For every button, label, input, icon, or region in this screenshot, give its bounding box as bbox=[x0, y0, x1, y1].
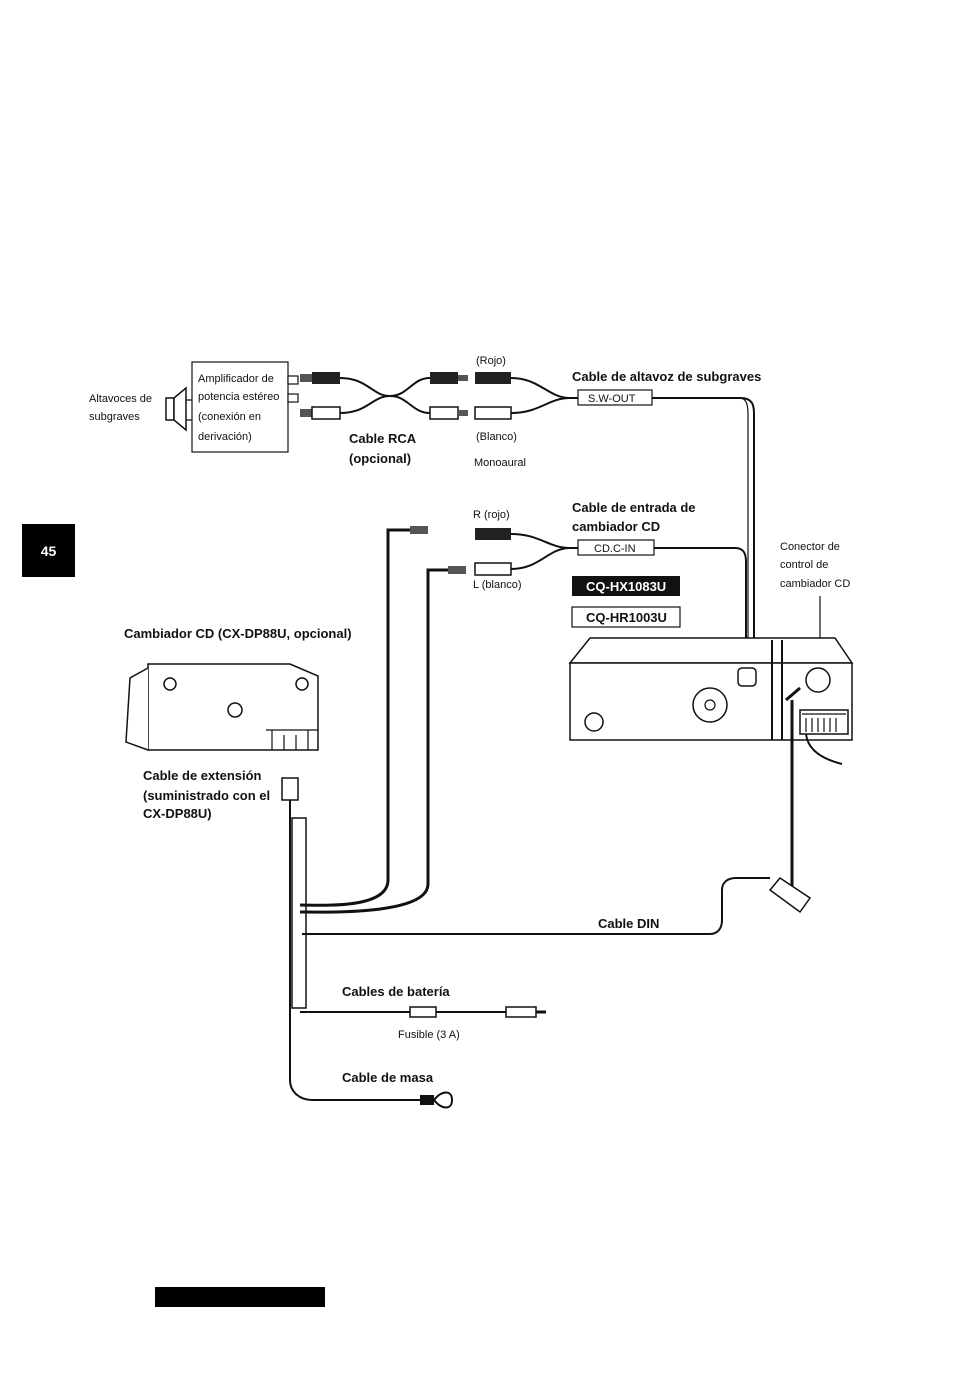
rca-cable-label-line1: Cable RCA bbox=[349, 431, 417, 446]
page-number: 45 bbox=[40, 542, 57, 559]
sw-mono-label: Monoaural bbox=[474, 457, 526, 469]
cd-changer-unit bbox=[125, 663, 319, 751]
extension-cable-label-line1: Cable de extensión bbox=[143, 768, 262, 783]
amplifier-label-line1: Amplificador de bbox=[198, 373, 274, 385]
cd-red-label: R (rojo) bbox=[473, 509, 510, 521]
rca-cable bbox=[300, 372, 468, 420]
subwoofer-label-line2: subgraves bbox=[89, 411, 140, 423]
cd-white-plug bbox=[474, 562, 512, 576]
page-number-tab: 45 bbox=[22, 524, 75, 577]
cd-c-in-tag-text: CD.C-IN bbox=[594, 543, 636, 555]
din-plug-icon bbox=[768, 877, 812, 914]
changer-label: Cambiador CD (CX-DP88U, opcional) bbox=[124, 626, 352, 641]
sw-white-label: (Blanco) bbox=[476, 431, 517, 443]
amp-jack-bottom bbox=[287, 393, 299, 403]
sw-out-tag-text: S.W-OUT bbox=[588, 393, 636, 405]
cd-control-connector-icon bbox=[805, 667, 831, 693]
sw-red-plug bbox=[475, 372, 511, 384]
extension-cable-label-line2: (suministrado con el bbox=[143, 788, 270, 803]
cd-connector-label-line3: cambiador CD bbox=[780, 578, 850, 590]
model-primary-text: CQ-HX1083U bbox=[586, 579, 666, 594]
amplifier-label-line3: (conexión en bbox=[198, 411, 261, 423]
rca-cable-label-line2: (opcional) bbox=[349, 451, 411, 466]
ground-terminal-crimp bbox=[420, 1095, 434, 1105]
sw-white-plug bbox=[474, 406, 512, 420]
fuse-holder-icon bbox=[409, 1006, 437, 1018]
head-unit bbox=[568, 637, 854, 765]
footer-bar bbox=[155, 1287, 325, 1307]
amplifier-box bbox=[191, 361, 289, 453]
din-cable-label: Cable DIN bbox=[598, 916, 659, 931]
sw-red-label: (Rojo) bbox=[476, 355, 506, 367]
amp-jack-top bbox=[287, 375, 299, 385]
model-secondary-text: CQ-HR1003U bbox=[586, 610, 667, 625]
cd-input-label-line2: cambiador CD bbox=[572, 519, 660, 534]
subwoofer-cable-label: Cable de altavoz de subgraves bbox=[572, 369, 761, 384]
ground-cable-label: Cable de masa bbox=[342, 1070, 434, 1085]
battery-cable-label: Cables de batería bbox=[342, 984, 450, 999]
extension-cable-label-line3: CX-DP88U) bbox=[143, 806, 212, 821]
model-tag-primary bbox=[572, 576, 680, 596]
amplifier-label-line2: potencia estéreo bbox=[198, 391, 279, 403]
subwoofer-label-line1: Altavoces de bbox=[89, 393, 152, 405]
subwoofer-speaker-icon bbox=[165, 386, 192, 432]
cd-connector-label-line1: Conector de bbox=[780, 541, 840, 553]
amplifier-label-line4: derivación) bbox=[198, 431, 252, 443]
model-tag-secondary bbox=[571, 606, 681, 628]
cd-input-label-line1: Cable de entrada de bbox=[572, 500, 696, 515]
cd-connector-label-line2: control de bbox=[780, 559, 828, 571]
cd-white-label: L (blanco) bbox=[473, 579, 522, 591]
cd-red-plug bbox=[475, 528, 511, 540]
fuse-label: Fusible (3 A) bbox=[398, 1029, 460, 1041]
extension-cable-connector bbox=[281, 777, 299, 801]
battery-connector-icon bbox=[505, 1006, 537, 1018]
ground-terminal-icon bbox=[432, 1091, 454, 1109]
